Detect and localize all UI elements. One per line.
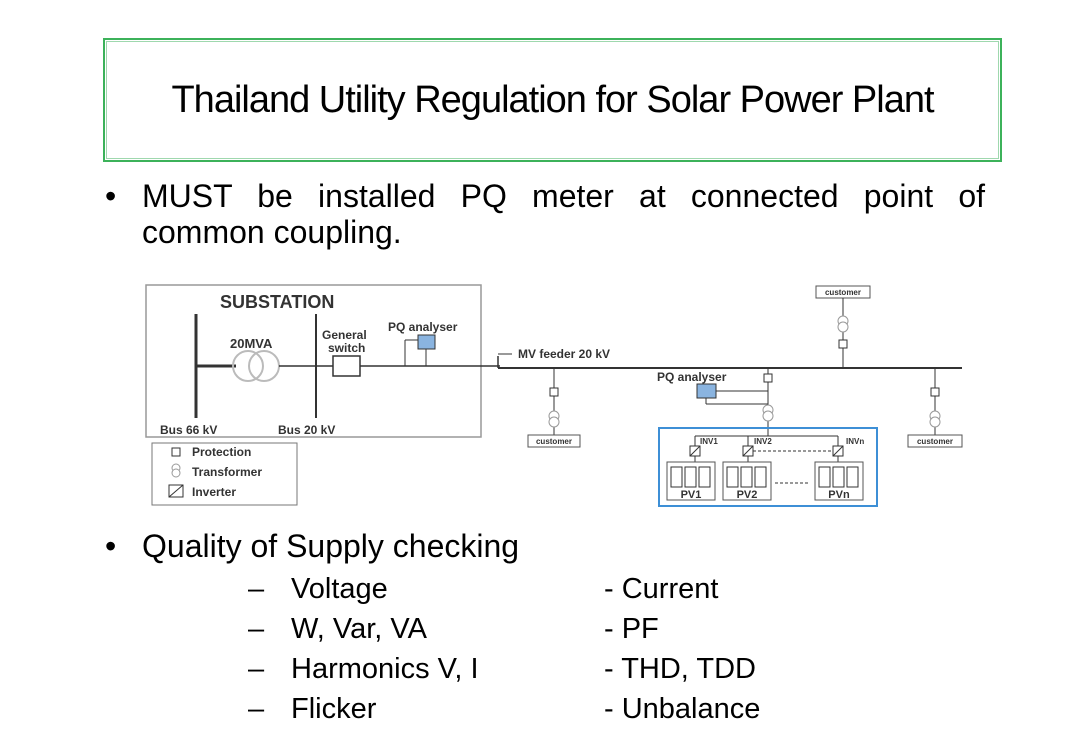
legend-protection: Protection xyxy=(192,445,251,459)
pv1-array: PV1 xyxy=(666,461,716,501)
check-item-thd: - THD, TDD xyxy=(604,653,756,685)
customer-box-3 xyxy=(907,434,963,448)
svg-text:customer: customer xyxy=(825,288,861,297)
svg-text:PV2: PV2 xyxy=(737,489,758,501)
bullet-text-line1: MUST be installed PQ meter at connected … xyxy=(142,178,985,214)
bullet-dot: • xyxy=(105,178,117,214)
substation-box xyxy=(145,284,482,438)
legend-transformer: Transformer xyxy=(192,465,262,479)
customer-box-1 xyxy=(527,434,581,448)
pq-analyser-2-label: PQ analyser xyxy=(657,370,727,384)
substation-label: SUBSTATION xyxy=(220,292,334,312)
pq-analyser-meter xyxy=(417,334,436,350)
pq-analyser-2-meter xyxy=(696,383,717,399)
check-item-pf: - PF xyxy=(604,613,659,645)
pvn-array: PVn xyxy=(814,461,864,501)
check-item-current: - Current xyxy=(604,573,719,605)
legend-inverter: Inverter xyxy=(192,485,236,499)
svg-text:customer: customer xyxy=(917,437,953,446)
svg-text:PV1: PV1 xyxy=(681,489,702,501)
title-box: Thailand Utility Regulation for Solar Po… xyxy=(103,38,1002,162)
bullet-dot: • xyxy=(105,528,117,564)
transformer-rating: 20MVA xyxy=(230,336,273,351)
transformer-symbol xyxy=(232,350,264,382)
pq-analyser-label: PQ analyser xyxy=(388,320,458,334)
mv-feeder-label: MV feeder 20 kV xyxy=(518,347,610,361)
inv1-label: INV1 xyxy=(700,437,718,446)
bullet-text-line2: common coupling. xyxy=(142,214,402,250)
svg-text:customer: customer xyxy=(536,437,572,446)
bus-66-label: Bus 66 kV xyxy=(160,423,217,437)
general-switch xyxy=(332,355,361,377)
legend-box xyxy=(151,442,298,506)
bus-20-label: Bus 20 kV xyxy=(278,423,335,437)
pv-plant-box xyxy=(658,427,878,507)
bullet-quality-text: Quality of Supply checking xyxy=(142,528,520,564)
svg-text:PVn: PVn xyxy=(828,489,850,501)
pv2-array: PV2 xyxy=(722,461,772,501)
inv2-label: INV2 xyxy=(754,437,772,446)
check-item-unbalance: - Unbalance xyxy=(604,693,761,725)
invn-label: INVn xyxy=(846,437,864,446)
slide-title: Thailand Utility Regulation for Solar Po… xyxy=(171,78,934,121)
